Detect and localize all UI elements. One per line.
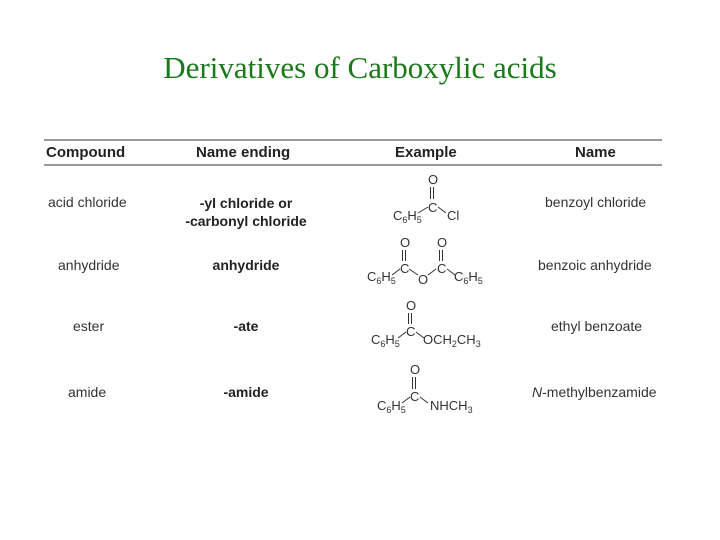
svg-text:C: C	[400, 261, 409, 276]
svg-text:O: O	[410, 362, 420, 377]
name-cell: benzoyl chloride	[545, 194, 647, 210]
svg-text:C: C	[410, 389, 419, 404]
compound-cell: acid chloride	[48, 194, 127, 210]
ester-structure: O C C6H5 OCH2CH3	[371, 298, 481, 349]
svg-text:C: C	[437, 261, 446, 276]
svg-text:C: C	[406, 324, 415, 339]
name-ending-cell: -amide	[223, 384, 269, 400]
compound-cell: anhydride	[58, 257, 120, 273]
svg-text:O: O	[400, 235, 410, 250]
amide-structure: O C C6H5 NHCH3	[377, 362, 473, 415]
svg-text:O: O	[428, 172, 438, 187]
header-compound: Compound	[46, 144, 126, 161]
table-top-rule	[44, 139, 662, 141]
svg-text:NHCH3: NHCH3	[430, 398, 473, 415]
svg-text:Cl: Cl	[447, 208, 459, 223]
svg-text:C6H5: C6H5	[371, 332, 400, 349]
name-cell: ethyl benzoate	[551, 318, 643, 334]
name-ending-cell: -yl chloride or -carbonyl chloride	[185, 195, 307, 229]
svg-text:C6H5: C6H5	[367, 269, 396, 286]
compound-cell: amide	[68, 384, 107, 400]
header-name: Name	[575, 144, 616, 161]
name-ending-cell: anhydride	[212, 257, 280, 273]
table-header-rule	[44, 164, 662, 166]
name-cell: N-methylbenzamide	[532, 384, 657, 400]
svg-text:O: O	[418, 272, 428, 287]
page-title: Derivatives of Carboxylic acids	[163, 50, 557, 85]
name-cell: benzoic anhydride	[538, 257, 652, 273]
svg-text:C: C	[428, 200, 437, 215]
svg-text:O: O	[437, 235, 447, 250]
anhydride-structure: O C O C O C6H5 C6H5	[367, 235, 483, 287]
svg-text:O: O	[406, 298, 416, 313]
svg-text:C6H5: C6H5	[377, 398, 406, 415]
header-name-ending: Name ending	[196, 144, 291, 161]
header-example: Example	[395, 144, 457, 161]
acid-chloride-structure: O C C6H5 Cl	[393, 172, 459, 225]
svg-text:OCH2CH3: OCH2CH3	[423, 332, 481, 349]
name-ending-cell: -ate	[233, 318, 259, 334]
compound-cell: ester	[73, 318, 105, 334]
svg-text:C6H5: C6H5	[454, 269, 483, 286]
svg-text:C6H5: C6H5	[393, 208, 422, 225]
